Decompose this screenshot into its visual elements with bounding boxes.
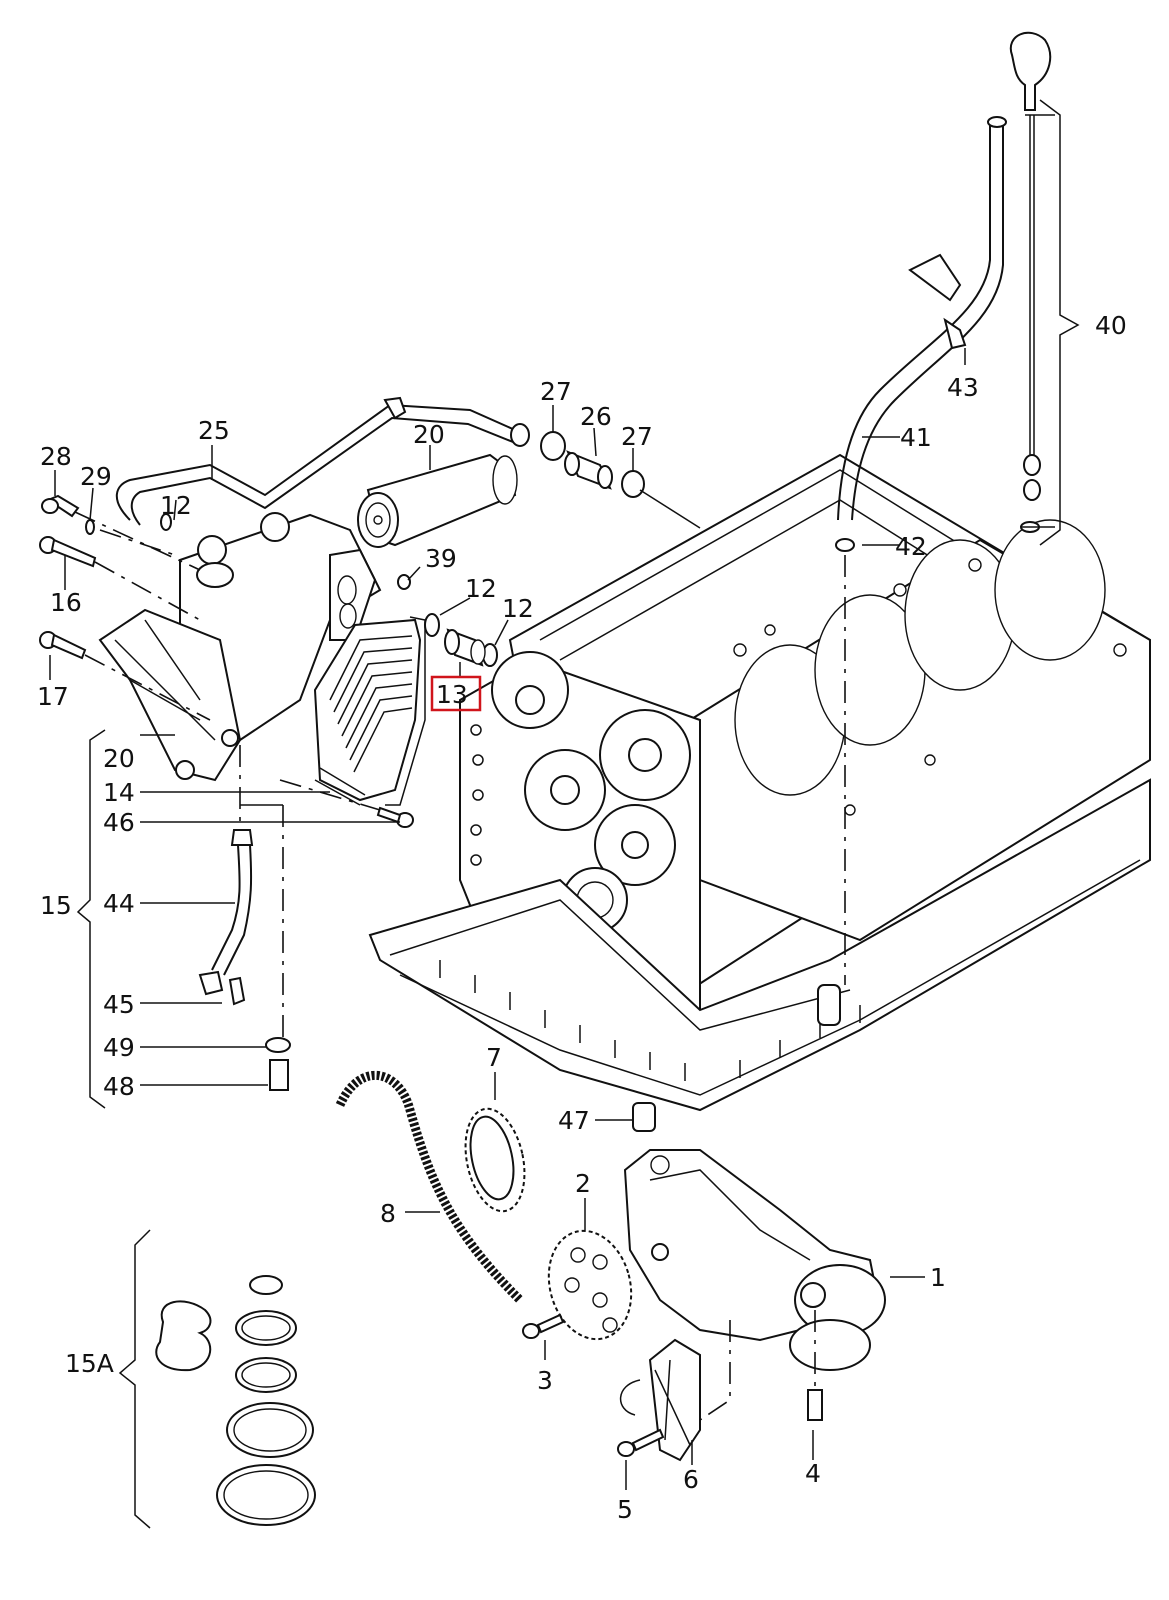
oil-pump [623,1149,886,1371]
leader-lines [49,348,966,1490]
oil-return-hose [115,396,530,526]
dipstick [1009,31,1052,533]
callout-1: 1 [930,1263,946,1292]
callout-20-a: 20 [413,420,445,449]
callout-14: 14 [103,778,135,807]
group-brace-40 [1039,99,1080,546]
callout-49: 49 [103,1033,135,1062]
oil-cooler [313,616,426,806]
callout-25: 25 [198,416,230,445]
callout-39: 39 [425,544,457,573]
callout-27-b: 27 [621,422,653,451]
callout-28: 28 [40,442,72,471]
timing-chain [335,1071,524,1304]
callout-12-b: 12 [465,574,497,603]
hose-section [564,450,613,490]
callout-3: 3 [537,1366,553,1395]
callout-45: 45 [103,990,135,1019]
connector-pipe-13 [444,628,486,667]
callout-12-c: 12 [502,594,534,623]
sleeve-47 [632,1102,656,1132]
seal-kit [155,1275,316,1526]
callout-41: 41 [900,423,932,452]
group-brace-15A [118,1229,151,1529]
callout-15: 15 [40,891,72,920]
oil-supply-pipe [198,829,291,1091]
crank-sprocket [464,1107,526,1213]
callout-16: 16 [50,588,82,617]
highlight-box [430,675,482,712]
callout-29: 29 [80,462,112,491]
callout-4: 4 [805,1459,821,1488]
callout-20-b: 20 [103,744,135,773]
pump-bolts [522,1313,823,1457]
callout-labels: 1 2 3 4 5 6 7 8 12 12 12 13 14 15 15A 16… [37,311,1127,1524]
callout-6: 6 [683,1465,699,1494]
callout-44: 44 [103,889,135,918]
oil-filter [357,453,518,548]
callout-17: 17 [37,682,69,711]
callout-27-a: 27 [540,377,572,406]
callout-46: 46 [103,808,135,837]
callout-40: 40 [1095,311,1127,340]
plug-39 [397,574,411,590]
callout-43: 43 [947,373,979,402]
callout-2: 2 [575,1169,591,1198]
callout-47: 47 [558,1106,590,1135]
callout-48: 48 [103,1072,135,1101]
callout-7: 7 [486,1043,502,1072]
callout-26: 26 [580,402,612,431]
dipstick-tube [835,116,1007,552]
oil-filter-housing [98,512,382,782]
pump-sprocket [547,1229,633,1341]
callout-15A: 15A [65,1349,114,1378]
bolts [39,494,414,828]
group-brace-15 [76,729,106,1109]
callout-42: 42 [895,532,927,561]
callout-12-a: 12 [160,491,192,520]
chain-tensioner [619,1338,701,1462]
callout-13: 13 [436,680,468,709]
callout-8: 8 [380,1199,396,1228]
engine-block [368,453,1151,1112]
callout-5: 5 [617,1495,633,1524]
